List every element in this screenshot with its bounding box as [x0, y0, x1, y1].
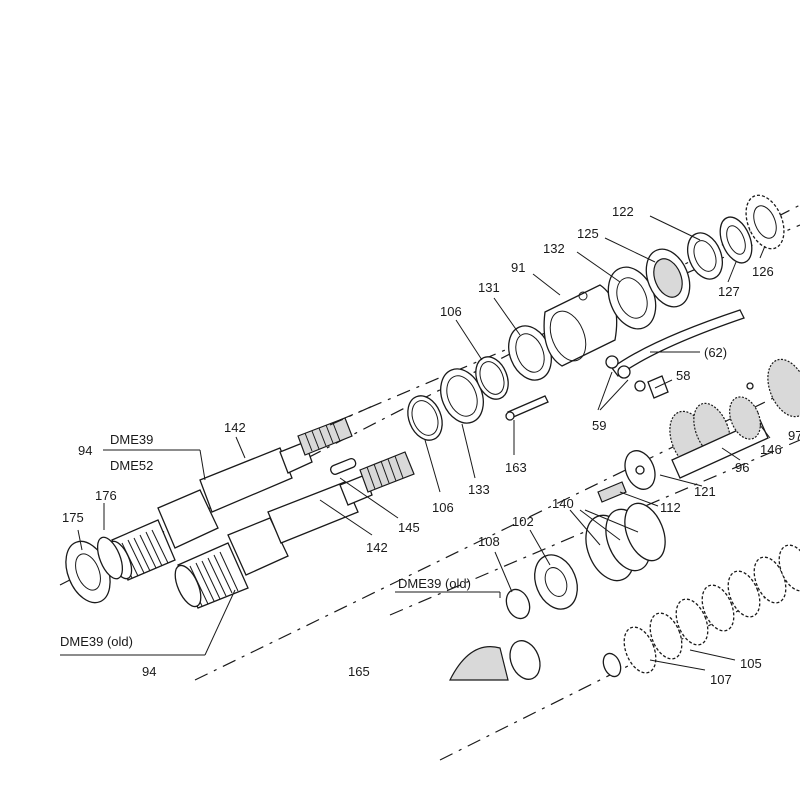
- callout-112: 112: [660, 500, 681, 515]
- hose-and-fittings: [605, 309, 745, 399]
- callout-132: 132: [543, 241, 565, 256]
- callout-59: 59: [592, 418, 606, 433]
- callout-176: 176: [95, 488, 117, 503]
- callout-58: 58: [676, 368, 690, 383]
- callout-dme39-old-right: DME39 (old): [398, 576, 471, 591]
- leader-lines: [60, 215, 771, 671]
- spindle-shaft-upper: [107, 404, 376, 581]
- callout-163: 163: [505, 460, 527, 475]
- callout-142-top: 142: [224, 420, 246, 435]
- callout-107: 107: [710, 672, 732, 687]
- clutch-parts: [505, 450, 666, 620]
- disc-pack: [449, 544, 800, 681]
- callout-106-bottom: 106: [432, 500, 454, 515]
- callout-108: 108: [478, 534, 500, 549]
- callout-94-bottom: 94: [142, 664, 156, 679]
- callout-131: 131: [478, 280, 500, 295]
- callout-140: 140: [552, 496, 574, 511]
- callout-105: 105: [740, 656, 762, 671]
- callout-96: 96: [735, 460, 749, 475]
- callout-146: 146: [760, 442, 782, 457]
- callout-102: 102: [512, 514, 534, 529]
- bearing-stack: [607, 194, 785, 330]
- callout-127: 127: [718, 284, 740, 299]
- callout-labels: 122 125 132 91 131 106 126 127 (62) 58 5…: [60, 204, 800, 687]
- callout-121: 121: [694, 484, 716, 499]
- callout-126: 126: [752, 264, 774, 279]
- callout-122: 122: [612, 204, 634, 219]
- callout-dme52: DME52: [110, 458, 153, 473]
- gear-cluster: [669, 358, 800, 479]
- callout-125: 125: [577, 226, 599, 241]
- rings-row: [407, 325, 552, 441]
- callout-dme39: DME39: [110, 432, 153, 447]
- spindle-shaft-lower: [174, 451, 415, 609]
- callout-91: 91: [511, 260, 525, 275]
- callout-165: 165: [348, 664, 370, 679]
- callout-175: 175: [62, 510, 84, 525]
- flange-175-176: [65, 536, 124, 604]
- callout-62: (62): [704, 345, 727, 360]
- callout-142-bottom: 142: [366, 540, 388, 555]
- callout-145: 145: [398, 520, 420, 535]
- callout-94-top: 94: [78, 443, 92, 458]
- housing-91: [505, 284, 618, 421]
- callout-dme39-old-left: DME39 (old): [60, 634, 133, 649]
- callout-106-top: 106: [440, 304, 462, 319]
- callout-97: 97: [788, 428, 800, 443]
- callout-133: 133: [468, 482, 490, 497]
